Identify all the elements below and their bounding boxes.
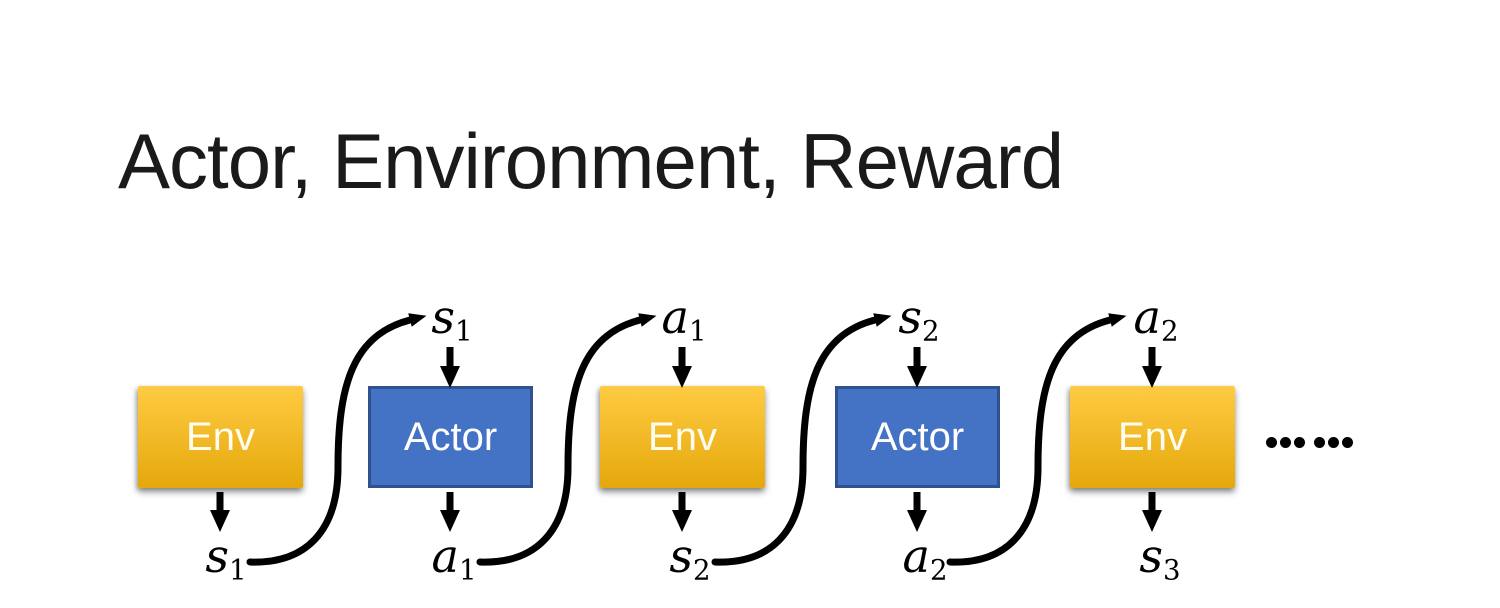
env-box-2: Env (600, 386, 765, 488)
label-s3-bottom: s3 (1139, 529, 1181, 587)
ellipsis-dot (1314, 437, 1325, 448)
ellipsis-dot (1280, 437, 1291, 448)
label-a2-bottom: a2 (902, 529, 948, 587)
env-box-1-label: Env (186, 415, 255, 459)
actor-box-1: Actor (368, 386, 533, 488)
ellipsis-dot (1294, 437, 1305, 448)
label-a1-top: a1 (661, 290, 707, 348)
env-box-2-label: Env (648, 415, 717, 459)
actor-box-2-label: Actor (870, 415, 965, 459)
ellipsis-dot (1328, 437, 1339, 448)
label-s2-bottom: s2 (669, 529, 711, 587)
page-title: Actor, Environment, Reward (118, 117, 1064, 205)
label-s1-top: s1 (431, 290, 473, 348)
actor-box-1-label: Actor (403, 415, 498, 459)
env-box-3: Env (1070, 386, 1235, 488)
ellipsis-dot (1266, 437, 1277, 448)
label-s1-bottom: s1 (205, 529, 247, 587)
label-s2-top: s2 (898, 290, 940, 348)
ellipsis-group-1 (1266, 437, 1305, 448)
env-box-1: Env (138, 386, 303, 488)
label-a1-bottom: a1 (431, 529, 477, 587)
ellipsis-group-2 (1314, 437, 1353, 448)
env-box-3-label: Env (1118, 415, 1187, 459)
ellipsis-dot (1342, 437, 1353, 448)
actor-box-2: Actor (835, 386, 1000, 488)
ellipsis (1266, 437, 1353, 448)
label-a2-top: a2 (1133, 290, 1179, 348)
